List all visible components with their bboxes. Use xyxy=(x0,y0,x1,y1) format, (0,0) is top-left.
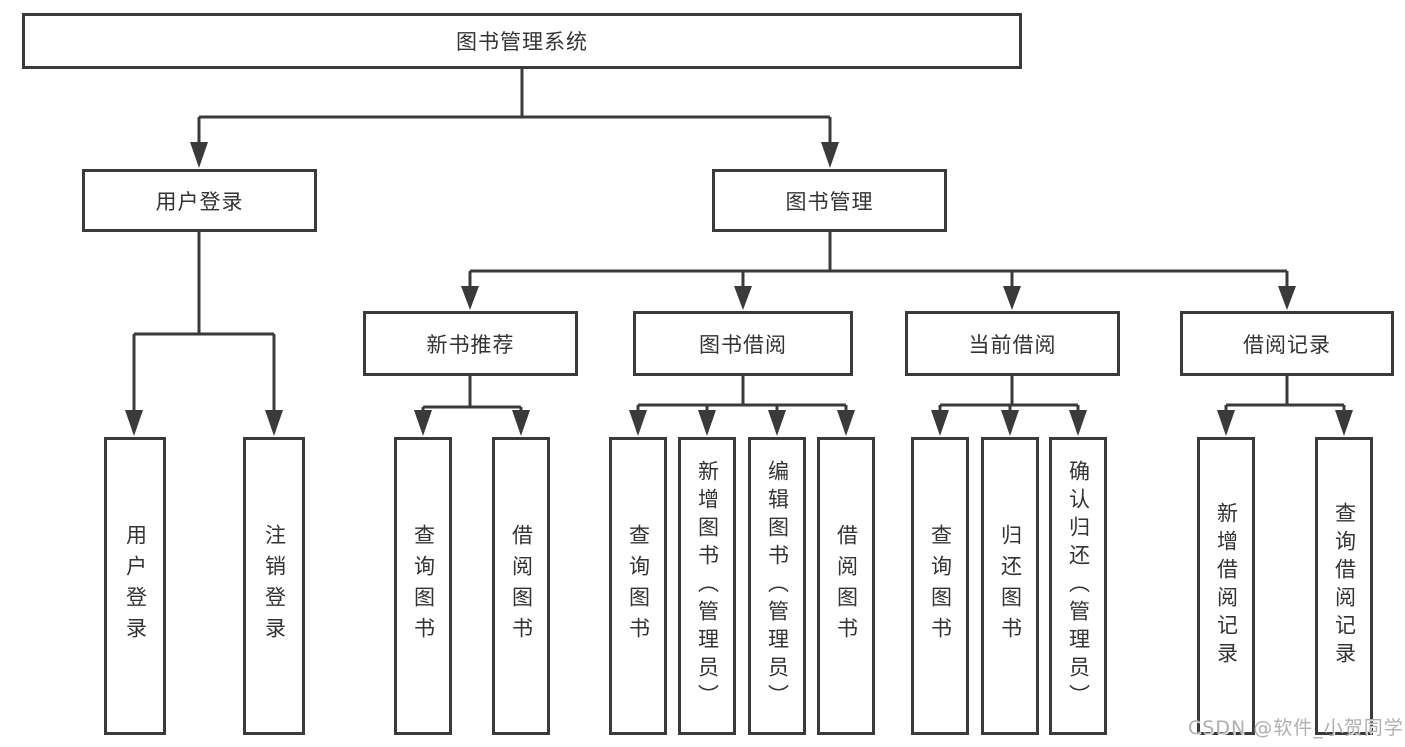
node-label: 新书推荐 xyxy=(426,332,515,357)
node-label: 图书借阅 xyxy=(699,332,787,357)
node-label: 图书管理系统 xyxy=(456,30,588,54)
node-label: 借阅记录 xyxy=(1243,332,1331,357)
leaf-add-books-admin: 新增图书（管理员） xyxy=(678,437,736,735)
node-user-login: 用户登录 xyxy=(82,169,317,232)
leaf-label: 编辑图书（管理员） xyxy=(765,460,790,712)
node-borrow-records: 借阅记录 xyxy=(1180,311,1394,376)
leaf-user-login: 用户登录 xyxy=(104,437,166,735)
node-label: 当前借阅 xyxy=(968,332,1057,357)
arrowheads xyxy=(125,142,1353,436)
leaf-label: 注销登录 xyxy=(262,524,287,648)
leaf-query-books: 查询图书 xyxy=(609,437,667,735)
node-library-system: 图书管理系统 xyxy=(22,13,1022,69)
leaf-confirm-return-admin: 确认归还（管理员） xyxy=(1049,437,1107,735)
leaf-label: 查询借阅记录 xyxy=(1332,502,1357,670)
leaf-borrow-books: 借阅图书 xyxy=(492,437,550,735)
leaf-return-books: 归还图书 xyxy=(981,437,1039,735)
leaf-label: 新增借阅记录 xyxy=(1214,502,1239,670)
leaf-query-borrow-record: 查询借阅记录 xyxy=(1315,437,1373,735)
leaf-query-books: 查询图书 xyxy=(911,437,969,735)
leaf-add-borrow-record: 新增借阅记录 xyxy=(1197,437,1255,735)
leaf-label: 查询图书 xyxy=(928,524,953,648)
node-label: 用户登录 xyxy=(155,189,244,214)
leaf-label: 查询图书 xyxy=(411,524,436,648)
node-new-book-recommend: 新书推荐 xyxy=(363,311,578,376)
leaf-label: 确认归还（管理员） xyxy=(1066,460,1091,712)
leaf-label: 用户登录 xyxy=(123,524,148,648)
leaf-label: 查询图书 xyxy=(626,524,651,648)
leaf-label: 归还图书 xyxy=(998,524,1023,648)
leaf-borrow-books: 借阅图书 xyxy=(817,437,875,735)
node-book-borrowing: 图书借阅 xyxy=(633,311,853,376)
node-current-borrowing: 当前借阅 xyxy=(905,311,1120,376)
node-book-management: 图书管理 xyxy=(712,169,947,232)
leaf-query-books: 查询图书 xyxy=(394,437,452,735)
leaf-logout: 注销登录 xyxy=(243,437,305,735)
leaf-edit-books-admin: 编辑图书（管理员） xyxy=(748,437,806,735)
leaf-label: 借阅图书 xyxy=(509,524,534,648)
leaf-label: 新增图书（管理员） xyxy=(695,460,720,712)
node-label: 图书管理 xyxy=(785,189,874,214)
leaf-label: 借阅图书 xyxy=(834,524,859,648)
